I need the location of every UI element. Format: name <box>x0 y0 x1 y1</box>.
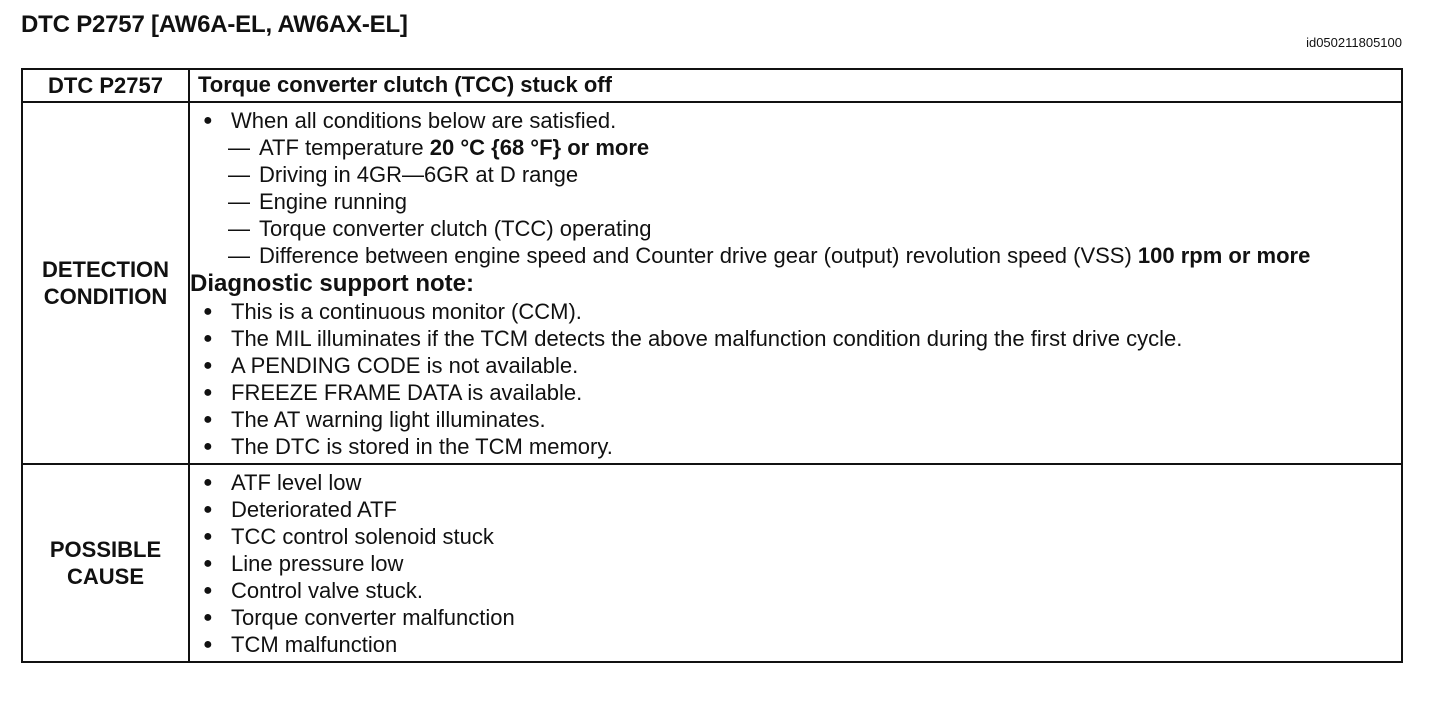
cause-item-text: TCM malfunction <box>231 632 398 657</box>
condition-plain-text: ATF temperature <box>259 135 430 160</box>
note-item: ● The MIL illuminates if the TCM detects … <box>200 325 1393 352</box>
cause-label-line1: POSSIBLE <box>49 537 162 562</box>
bullet-icon: ● <box>203 582 213 599</box>
condition-item: — Engine running <box>200 188 1393 215</box>
bullet-icon: ● <box>203 555 213 572</box>
condition-bold-text: 20 °C {68 °F} or more <box>429 135 650 160</box>
condition-item: — Difference between engine speed and Cou… <box>200 242 1393 269</box>
bullet-icon: ● <box>203 528 213 545</box>
bullet-icon: ● <box>203 636 213 653</box>
detection-condition-label: DETECTION CONDITION <box>21 101 190 465</box>
condition-text: Engine running <box>259 188 407 215</box>
note-item-text: A PENDING CODE is not available. <box>231 353 579 378</box>
cause-item: ● ATF level low <box>200 469 1393 496</box>
note-item: ● A PENDING CODE is not available. <box>200 352 1393 379</box>
cause-item-text: ATF level low <box>231 470 362 495</box>
cause-list: ● ATF level low ● Deteriorated ATF ● TCC cont… <box>190 465 1401 661</box>
detection-label-line1: DETECTION <box>41 257 170 282</box>
condition-plain-text: Torque converter clutch (TCC) operating <box>259 216 652 241</box>
detection-condition-row: DETECTION CONDITION ● When all condition… <box>21 101 1403 465</box>
condition-item: — ATF temperature 20 °C {68 °F} or more <box>200 134 1393 161</box>
detection-label-line2: CONDITION <box>43 284 168 309</box>
detection-condition-content: ● When all conditions below are satisfie… <box>188 101 1403 465</box>
bullet-icon: ● <box>203 474 213 491</box>
possible-cause-label: POSSIBLE CAUSE <box>21 463 190 663</box>
bullet-icon: ● <box>203 303 213 320</box>
condition-plain-text: Engine running <box>259 189 408 214</box>
cause-item-text: Torque converter malfunction <box>231 605 515 630</box>
cause-item: ● Torque converter malfunction <box>200 604 1393 631</box>
table-header-row: DTC P2757 Torque converter clutch (TCC) … <box>21 68 1403 103</box>
bullet-icon: ● <box>203 330 213 347</box>
note-item-text: The AT warning light illuminates. <box>231 407 546 432</box>
document-id: id050211805100 <box>1306 35 1402 50</box>
bullet-icon: ● <box>203 609 213 626</box>
cause-item-text: Control valve stuck. <box>231 578 423 603</box>
note-item-text: This is a continuous monitor (CCM). <box>231 299 582 324</box>
dtc-table: DTC P2757 Torque converter clutch (TCC) … <box>21 68 1403 663</box>
note-item-text: FREEZE FRAME DATA is available. <box>231 380 583 405</box>
dtc-code-cell: DTC P2757 <box>21 68 190 103</box>
note-item-text: The DTC is stored in the TCM memory. <box>231 434 613 459</box>
dash-icon: — <box>228 189 250 214</box>
bullet-icon: ● <box>203 112 213 129</box>
condition-bold-text: 100 rpm or more <box>1137 243 1311 268</box>
diagnostic-note-heading: Diagnostic support note: <box>190 270 474 297</box>
bullet-icon: ● <box>203 438 213 455</box>
possible-cause-content: ● ATF level low ● Deteriorated ATF ● TCC cont… <box>188 463 1403 663</box>
page-title: DTC P2757 [AW6A-EL, AW6AX-EL] <box>21 11 408 38</box>
dash-icon: — <box>228 216 250 241</box>
dtc-description-cell: Torque converter clutch (TCC) stuck off <box>188 68 1403 103</box>
cause-item-text: Deteriorated ATF <box>231 497 397 522</box>
cause-item: ● TCC control solenoid stuck <box>200 523 1393 550</box>
cause-label-line2: CAUSE <box>66 564 144 589</box>
detection-intro: When all conditions below are satisfied. <box>231 108 617 133</box>
dash-icon: — <box>228 243 250 268</box>
cause-item-text: TCC control solenoid stuck <box>231 524 494 549</box>
note-item: ● This is a continuous monitor (CCM). <box>200 298 1393 325</box>
condition-text: ATF temperature 20 °C {68 °F} or more <box>259 134 649 161</box>
condition-text: Difference between engine speed and Coun… <box>259 242 1310 269</box>
list-item: ● When all conditions below are satisfie… <box>200 107 1393 134</box>
bullet-icon: ● <box>203 501 213 518</box>
cause-item-text: Line pressure low <box>231 551 404 576</box>
note-item: ● FREEZE FRAME DATA is available. <box>200 379 1393 406</box>
note-item: ● The DTC is stored in the TCM memory. <box>200 433 1393 460</box>
condition-text: Torque converter clutch (TCC) operating <box>259 215 652 242</box>
bullet-icon: ● <box>203 384 213 401</box>
condition-text: Driving in 4GR—6GR at D range <box>259 161 578 188</box>
conditions-list: — ATF temperature 20 °C {68 °F} or more — D… <box>200 134 1393 269</box>
dash-icon: — <box>228 135 250 160</box>
bullet-icon: ● <box>203 357 213 374</box>
cause-item: ● Deteriorated ATF <box>200 496 1393 523</box>
cause-item: ● Line pressure low <box>200 550 1393 577</box>
bullet-icon: ● <box>203 411 213 428</box>
dash-icon: — <box>228 162 250 187</box>
cause-item: ● TCM malfunction <box>200 631 1393 658</box>
notes-list: ● This is a continuous monitor (CCM). ● The… <box>200 298 1393 460</box>
note-item: ● The AT warning light illuminates. <box>200 406 1393 433</box>
note-item-text: The MIL illuminates if the TCM detects t… <box>231 326 1183 351</box>
cause-item: ● Control valve stuck. <box>200 577 1393 604</box>
condition-plain-text: Difference between engine speed and Coun… <box>259 243 1138 268</box>
detection-body: ● When all conditions below are satisfie… <box>190 103 1401 463</box>
condition-item: — Torque converter clutch (TCC) operating <box>200 215 1393 242</box>
condition-plain-text: Driving in 4GR—6GR at D range <box>259 162 579 187</box>
possible-cause-row: POSSIBLE CAUSE ● ATF level low ● Deteriorat… <box>21 463 1403 663</box>
condition-item: — Driving in 4GR—6GR at D range <box>200 161 1393 188</box>
